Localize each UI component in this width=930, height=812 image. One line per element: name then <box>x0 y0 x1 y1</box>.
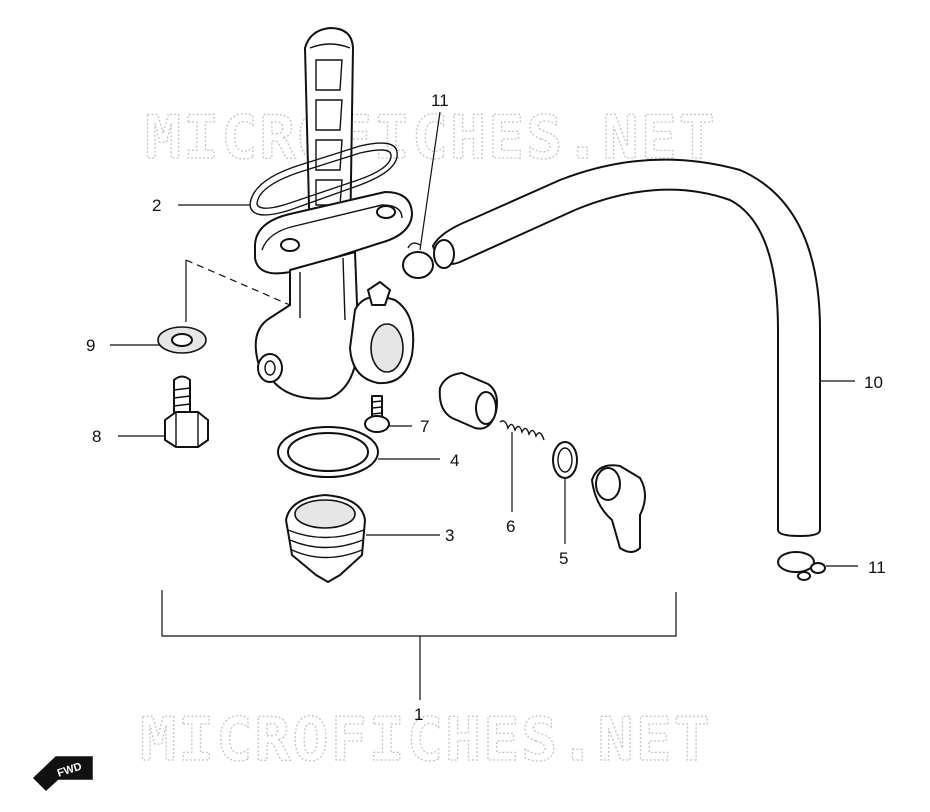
callout-10: 10 <box>864 373 883 392</box>
callout-6: 6 <box>506 517 515 536</box>
callout-9: 9 <box>86 336 95 355</box>
fuel-cock-body <box>185 27 415 400</box>
callout-7: 7 <box>420 417 429 436</box>
callout-3: 3 <box>445 526 454 545</box>
hose-clip-top <box>402 242 434 279</box>
callout-11-top: 11 <box>431 91 449 110</box>
callout-11-bottom: 11 <box>868 558 886 577</box>
sediment-cup <box>285 494 366 583</box>
washer <box>157 326 207 354</box>
o-ring-gasket <box>249 142 398 216</box>
assembly-bracket <box>161 590 677 700</box>
gasket-ring <box>277 426 379 478</box>
small-o-ring <box>552 441 578 479</box>
callout-8: 8 <box>92 427 101 446</box>
watermark-top: MICROFICHES.NET <box>145 103 717 173</box>
leader-11-top <box>419 111 441 251</box>
callout-4: 4 <box>450 451 459 470</box>
hose-clip-bottom <box>777 551 826 581</box>
forward-direction-badge: FWD <box>32 756 93 792</box>
screw <box>364 395 390 433</box>
forward-arrow-icon <box>32 756 93 792</box>
elbow-fitting <box>591 464 646 553</box>
valve-and-spring <box>438 372 545 441</box>
watermark-bottom: MICROFICHES.NET <box>140 705 712 775</box>
callout-1: 1 <box>414 705 423 724</box>
fuel-hose <box>432 158 821 537</box>
bolt <box>164 375 209 448</box>
callout-2: 2 <box>152 196 161 215</box>
callout-5: 5 <box>559 549 568 568</box>
